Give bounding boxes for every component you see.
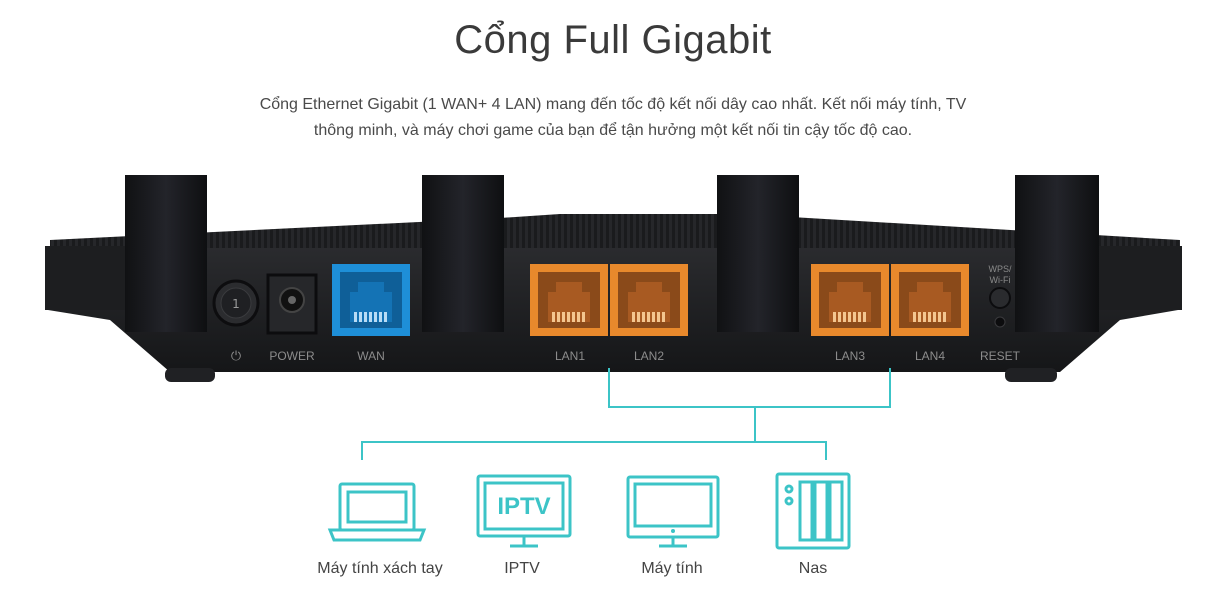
laptop-icon <box>327 482 427 542</box>
router-right-cap <box>1098 246 1182 310</box>
device-label-nas: Nas <box>798 560 828 577</box>
lan4-label: LAN4 <box>915 349 945 363</box>
lan4-port[interactable] <box>891 264 969 336</box>
device-label-iptv: IPTV <box>504 560 540 577</box>
nas-icon <box>775 472 851 550</box>
wan-label: WAN <box>357 349 385 363</box>
power-symbol-label: ⏻ <box>231 348 241 363</box>
reset-label: RESET <box>980 349 1021 363</box>
power-button-mark: 1 <box>232 297 240 311</box>
iptv-icon-text: IPTV <box>497 493 550 520</box>
power-label: POWER <box>269 349 315 363</box>
router-foot-left <box>165 368 215 382</box>
wps-label-line1: WPS/ <box>988 264 1012 274</box>
wps-wifi-button[interactable] <box>989 287 1011 309</box>
monitor-icon <box>626 475 720 548</box>
page-title: Cổng Full Gigabit <box>454 18 772 62</box>
lan1-port[interactable] <box>530 264 608 336</box>
iptv-icon: IPTV <box>476 474 572 548</box>
lan3-port[interactable] <box>811 264 889 336</box>
page-description: Cổng Ethernet Gigabit (1 WAN+ 4 LAN) man… <box>200 92 1026 144</box>
connector-lines <box>361 368 891 460</box>
reset-button[interactable] <box>994 316 1006 328</box>
antenna-4 <box>1015 175 1099 332</box>
router-top-ribs <box>50 214 1180 252</box>
antenna-2 <box>422 175 504 332</box>
antenna-1 <box>125 175 207 332</box>
wan-port[interactable] <box>332 264 410 336</box>
antenna-3 <box>717 175 799 332</box>
lan2-label: LAN2 <box>634 349 664 363</box>
lan2-port[interactable] <box>610 264 688 336</box>
router-left-cap <box>45 246 130 310</box>
monitor-power-dot <box>671 529 675 533</box>
device-label-monitor: Máy tính <box>641 560 703 577</box>
description-line-2: thông minh, và máy chơi game của bạn để … <box>313 122 913 139</box>
device-label-laptop: Máy tính xách tay <box>317 560 443 577</box>
lan1-label: LAN1 <box>555 349 585 363</box>
lan3-label: LAN3 <box>835 349 865 363</box>
power-jack-pin <box>288 296 296 304</box>
router-foot-right <box>1005 368 1057 382</box>
wps-label-line2: Wi-Fi <box>990 275 1011 285</box>
power-button-inner <box>220 287 252 319</box>
description-line-1: Cổng Ethernet Gigabit (1 WAN+ 4 LAN) man… <box>259 96 967 113</box>
